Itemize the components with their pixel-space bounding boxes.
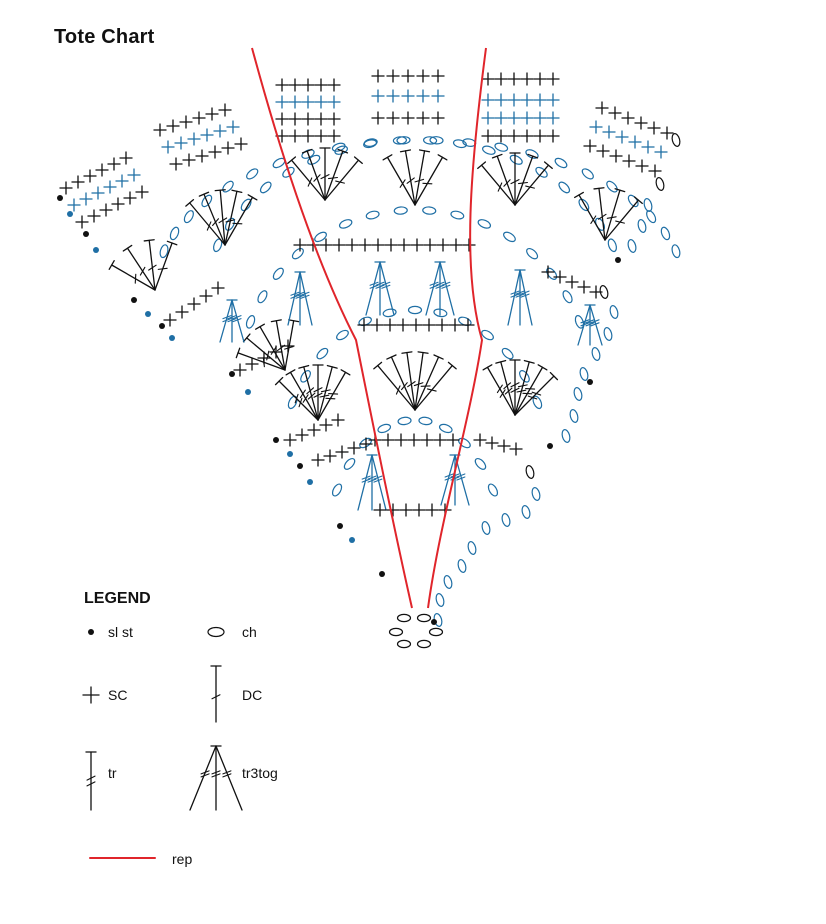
legend-label-dc: DC — [242, 687, 263, 703]
legend-title: LEGEND — [84, 590, 151, 607]
sc-rows-top — [59, 69, 674, 229]
legend-label-tr3tog: tr3tog — [242, 765, 278, 781]
tr-icon — [85, 751, 97, 811]
dc-icon — [210, 665, 222, 723]
page-title: Tote Chart — [54, 26, 155, 48]
rep-lines — [251, 47, 487, 609]
legend-label-ch: ch — [242, 624, 257, 640]
legend-label-sc: SC — [108, 687, 128, 703]
sc-icon — [82, 686, 100, 704]
stitch-fans — [108, 147, 643, 421]
sc-rows-mid — [163, 238, 603, 517]
tr3tog-icon — [189, 745, 243, 811]
legend-label-tr: tr — [108, 765, 117, 781]
sl-st-icon — [88, 629, 94, 635]
tr3tog-clusters — [219, 261, 603, 511]
slip-stitches — [57, 195, 621, 625]
chain-arcs — [159, 133, 681, 649]
chain-icon — [207, 626, 225, 638]
legend-label-rep: rep — [172, 851, 193, 867]
legend-label-sl-st: sl st — [108, 624, 133, 640]
